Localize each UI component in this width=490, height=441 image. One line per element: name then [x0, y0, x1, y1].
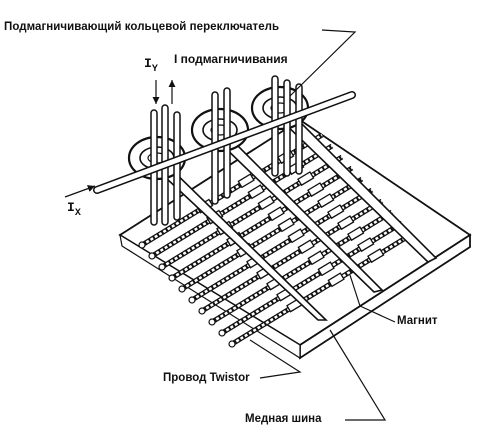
magnet-leader [349, 274, 396, 323]
title-label: Подмагничивающий кольцевой переключатель [4, 21, 280, 33]
ix-main: I [67, 200, 75, 215]
magnet [257, 195, 275, 211]
title-leader [289, 29, 357, 97]
magnet [337, 215, 355, 231]
magnet [237, 173, 255, 189]
ix-arrow [64, 185, 96, 198]
magnet [307, 182, 325, 198]
ix-current-label: IX [67, 200, 81, 219]
twistor-leader [249, 339, 302, 379]
magnet [327, 272, 345, 288]
magnet [357, 237, 375, 253]
magnet [267, 206, 285, 222]
magnet [247, 184, 265, 200]
leader-lines [64, 29, 396, 421]
magnet [307, 250, 325, 266]
ix-rod [93, 91, 356, 194]
iy-subscript: Y [151, 64, 158, 75]
magnet [347, 226, 365, 242]
magnet [367, 248, 385, 264]
magnet [297, 239, 315, 255]
ix-subscript: X [74, 208, 81, 219]
magnet [317, 193, 335, 209]
twistor-wire-label: Провод Twistor [163, 372, 250, 384]
copper-bus-label: Медная шина [245, 413, 322, 425]
magnet [327, 204, 345, 220]
magnet [277, 217, 295, 233]
bus-leader [329, 329, 387, 421]
iy-main: I [144, 56, 152, 71]
copper-bus-straps [148, 111, 438, 321]
magnet [297, 171, 315, 187]
magnet [287, 228, 305, 244]
iy-current-label: IY [144, 56, 158, 75]
magnet [317, 261, 335, 277]
magnet-label: Магнит [397, 315, 438, 327]
magnetization-current-label: I подмагничивания [174, 52, 288, 66]
